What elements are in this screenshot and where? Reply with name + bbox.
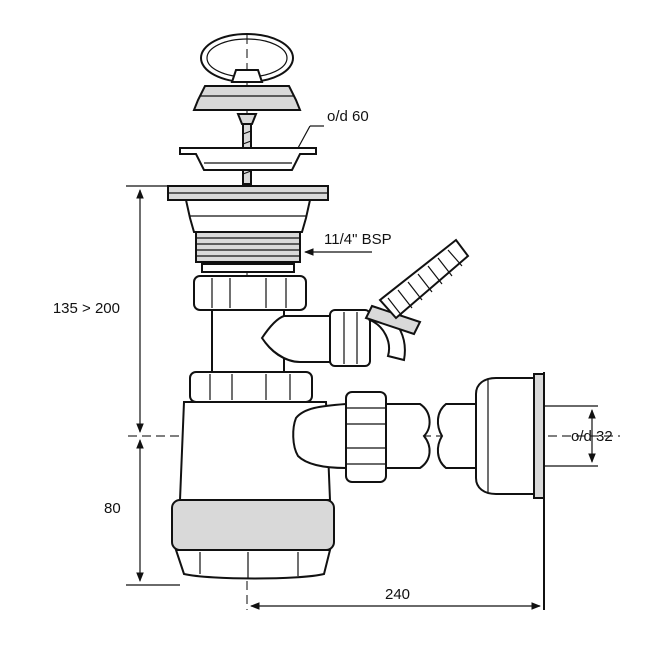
- outlet-pipe: [385, 403, 477, 469]
- dimension-labels: o/d 60 11/4" BSP 135 > 200 80 o/d 32 240: [53, 108, 613, 603]
- label-outlet-diameter: o/d 32: [571, 428, 613, 445]
- label-thread-size: 11/4" BSP: [324, 231, 392, 248]
- hose-connector: [364, 238, 470, 362]
- dimension-lines: [126, 125, 596, 610]
- upper-nut: [193, 275, 307, 311]
- lower-nut: [189, 371, 313, 403]
- label-waste-diameter: o/d 60: [327, 108, 369, 125]
- label-seal-depth: 80: [104, 500, 121, 517]
- plug-with-ring: [192, 33, 302, 111]
- branch-elbow: [260, 309, 371, 367]
- label-outlet-offset: 240: [385, 586, 410, 603]
- threaded-tail: [195, 231, 301, 273]
- wall-connector: [475, 372, 598, 610]
- waste-flange: [167, 185, 329, 233]
- strainer-grate: [179, 147, 317, 171]
- bottle-body: [171, 401, 347, 580]
- label-height-range: 135 > 200: [53, 300, 120, 317]
- outlet-nut: [345, 391, 387, 483]
